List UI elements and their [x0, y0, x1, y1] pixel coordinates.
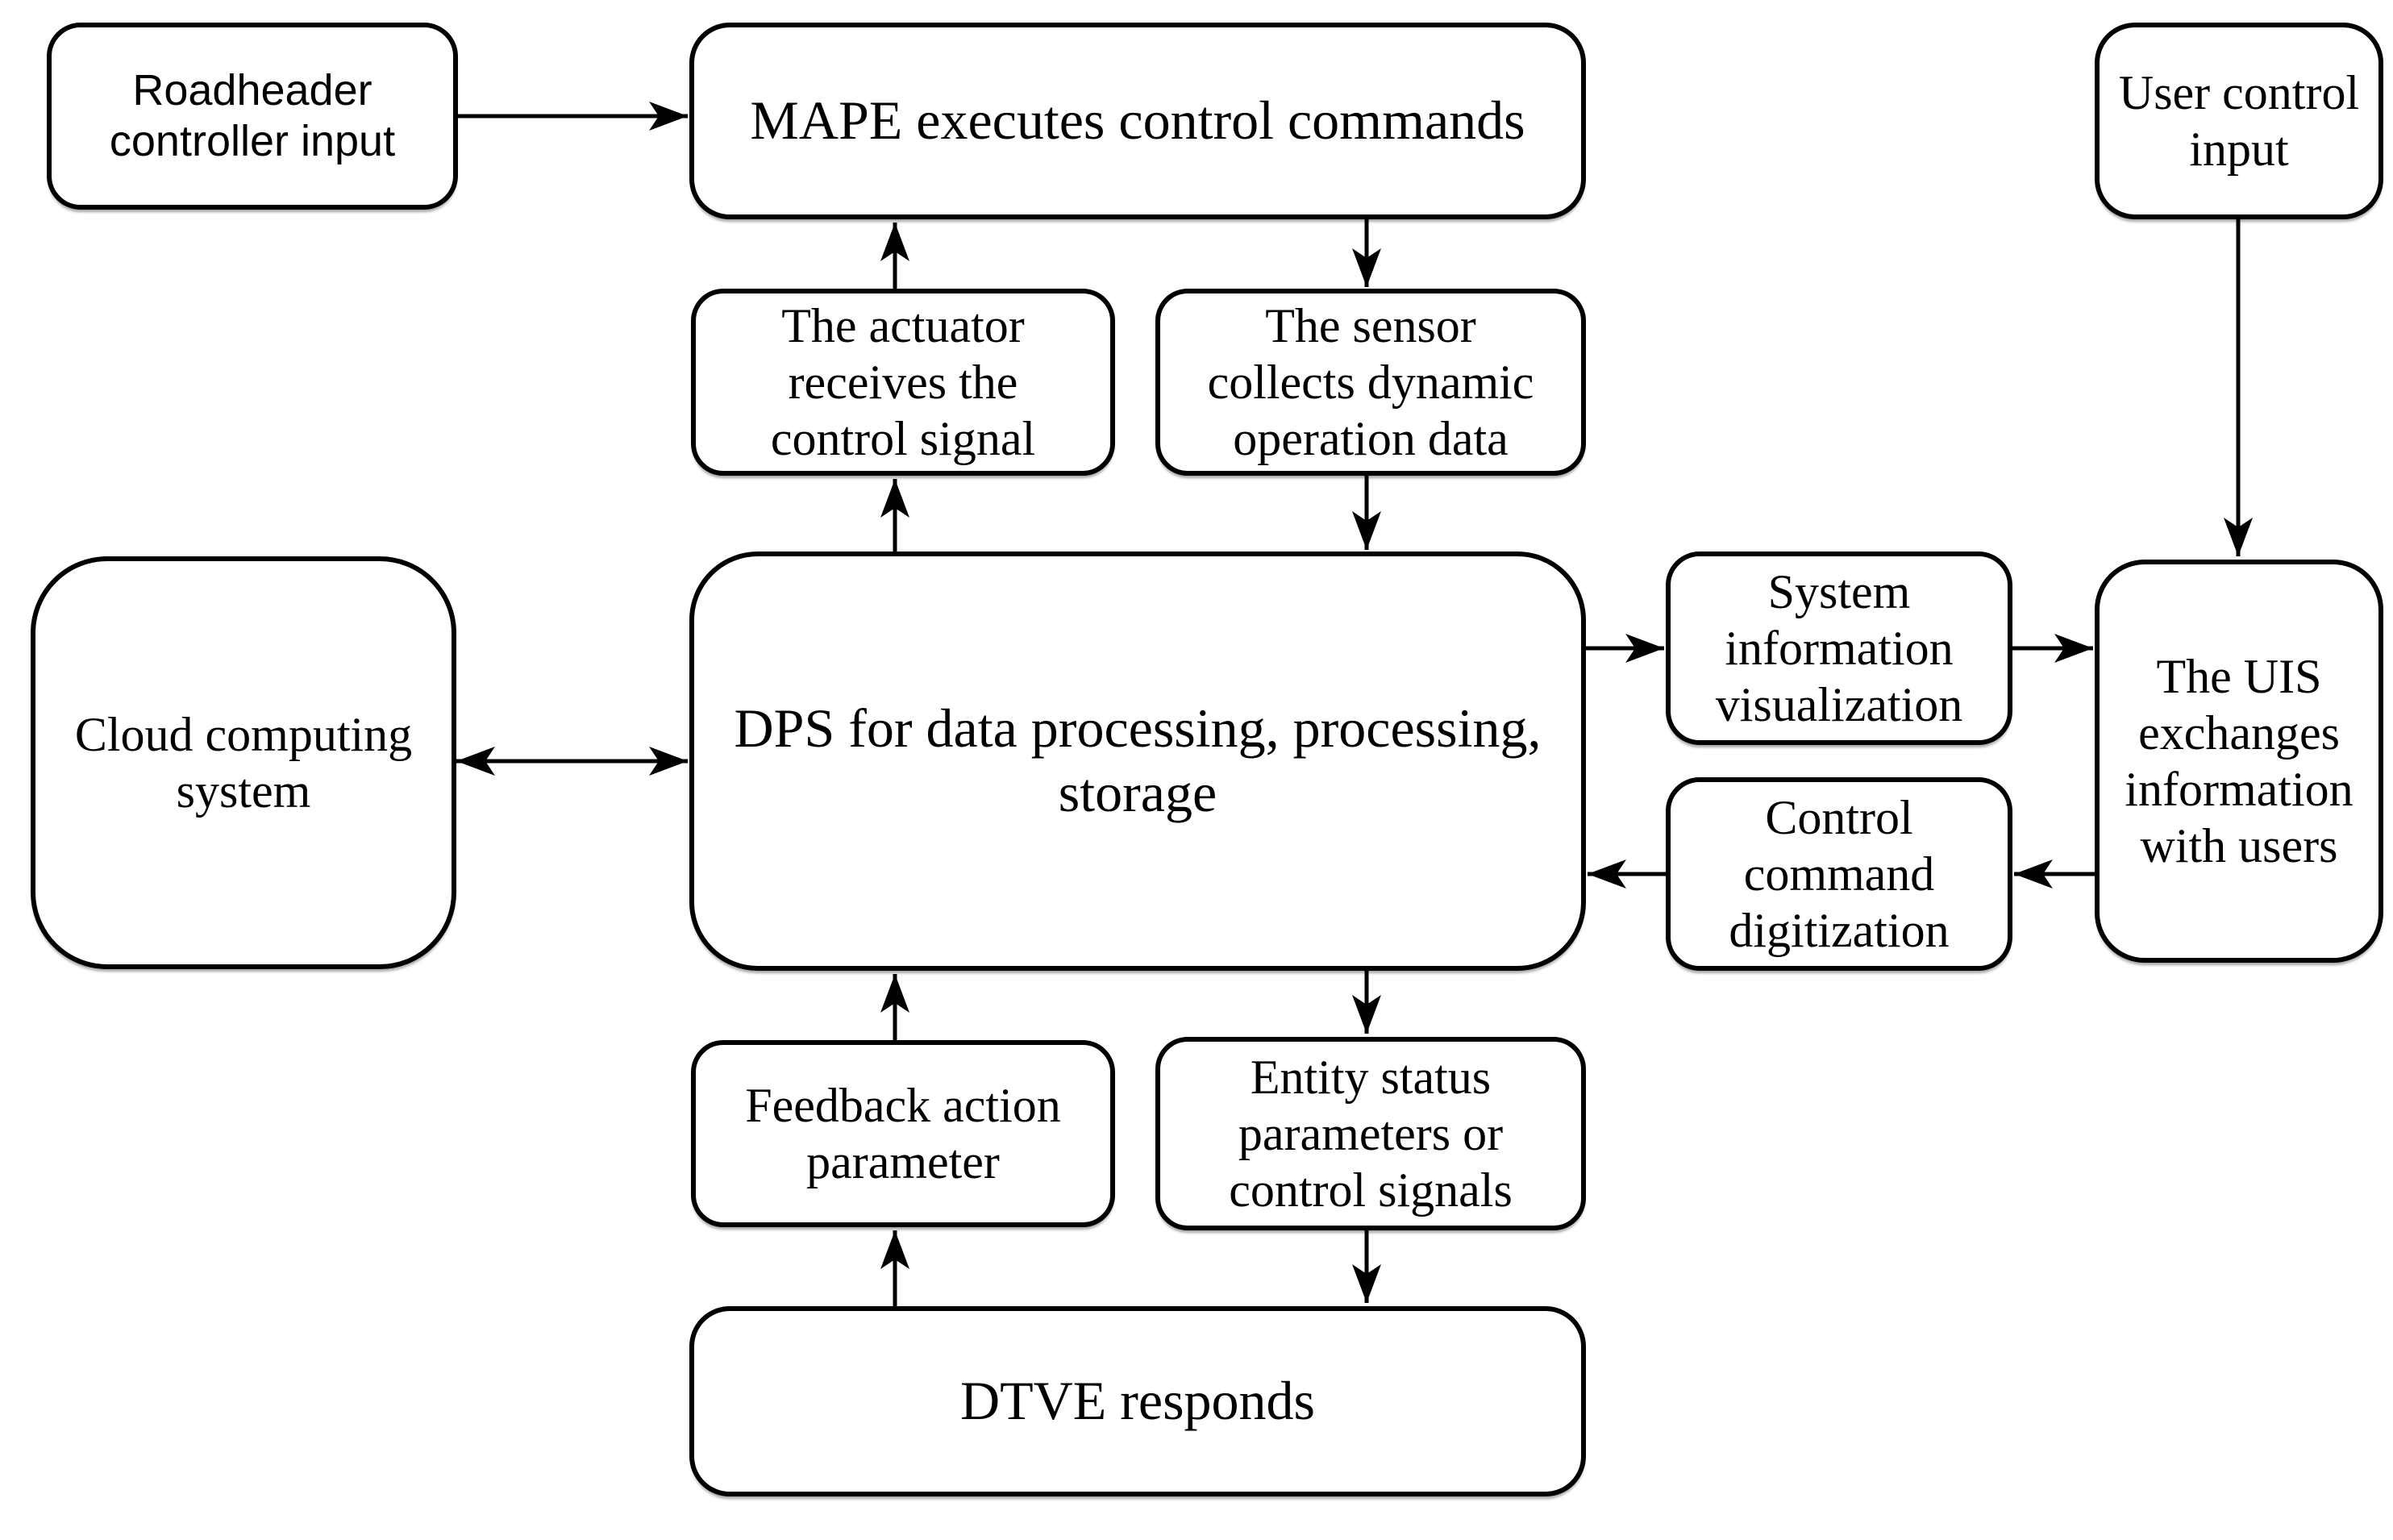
node-uis-exchanges-information-with-users: The UIS exchanges information with users [2095, 560, 2383, 963]
node-label: System information visualization [1715, 564, 1963, 732]
node-label: The actuator receives the control signal [770, 298, 1036, 466]
node-system-information-visualization: System information visualization [1666, 551, 2012, 745]
node-control-command-digitization: Control command digitization [1666, 777, 2012, 971]
node-cloud-computing-system: Cloud computing system [31, 556, 456, 969]
node-label: Control command digitization [1729, 790, 1950, 958]
node-dtve-responds: DTVE responds [689, 1306, 1586, 1496]
node-label: MAPE executes control commands [750, 89, 1525, 152]
node-roadheader-controller-input: Roadheader controller input [47, 23, 458, 210]
node-label: DTVE responds [959, 1370, 1316, 1432]
node-mape-executes-control-commands: MAPE executes control commands [689, 23, 1586, 219]
node-label: DPS for data processing, processing, sto… [734, 697, 1542, 823]
node-dps-data-processing-storage: DPS for data processing, processing, sto… [689, 551, 1586, 971]
node-label: Roadheader controller input [109, 65, 396, 165]
node-user-control-input: User control input [2095, 23, 2383, 219]
node-label: The sensor collects dynamic operation da… [1207, 298, 1534, 466]
node-feedback-action-parameter: Feedback action parameter [691, 1040, 1115, 1227]
node-label: Feedback action parameter [745, 1078, 1061, 1188]
node-sensor-collects-dynamic-operation-data: The sensor collects dynamic operation da… [1155, 289, 1586, 476]
node-entity-status-parameters-or-control-signals: Entity status parameters or control sign… [1155, 1037, 1586, 1230]
node-actuator-receives-control-signal: The actuator receives the control signal [691, 289, 1115, 476]
node-label: Cloud computing system [74, 707, 413, 818]
node-label: User control input [2118, 65, 2360, 176]
node-label: The UIS exchanges information with users [2125, 649, 2353, 873]
node-label: Entity status parameters or control sign… [1229, 1050, 1513, 1217]
